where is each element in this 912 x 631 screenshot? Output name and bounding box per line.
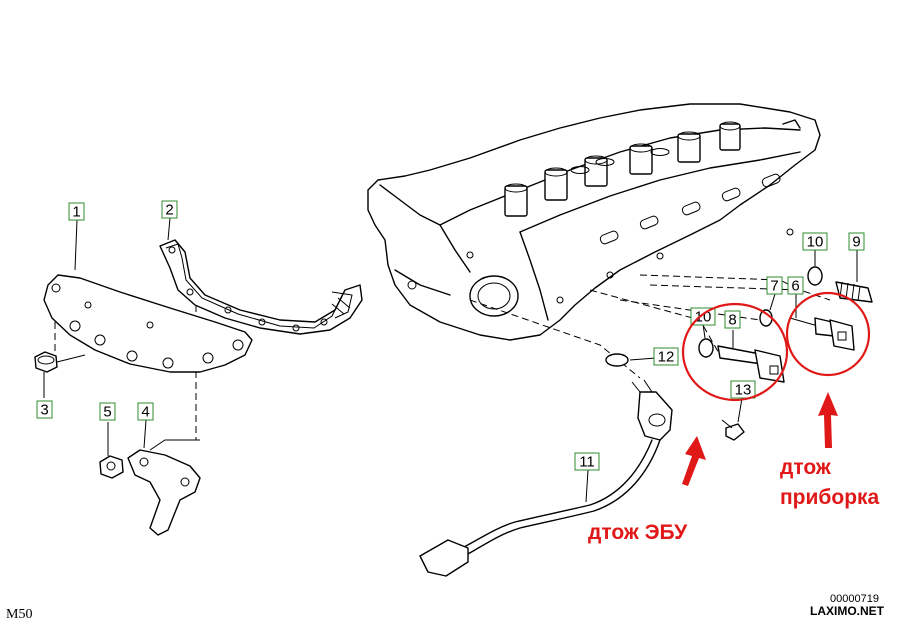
footer: M50 00000719 LAXIMO.NET: [6, 593, 885, 622]
diagram-number: 00000719: [830, 593, 879, 605]
arrow-gauge-icon: [818, 392, 838, 448]
gasket-drawing: [159, 239, 363, 335]
annotation-gauge-sensor-line2: приборка: [780, 486, 880, 509]
callout-2: 2: [161, 200, 178, 219]
callout-5: 5: [99, 402, 116, 421]
callout-10-upper: 10: [802, 232, 828, 251]
brand-watermark: LAXIMO.NET: [810, 604, 885, 618]
timing-cover-drawing: [43, 274, 253, 373]
callout-9: 9: [848, 232, 865, 251]
sensor-9-drawing: [835, 281, 873, 303]
callout-7-label: 7: [770, 278, 778, 295]
washer-10-lower-drawing: [698, 338, 714, 358]
bolt-13-drawing: [721, 419, 745, 441]
callout-3: 3: [36, 400, 53, 419]
sensor-6-drawing: [789, 317, 855, 351]
callout-1-label: 1: [72, 204, 80, 221]
callout-6-label: 6: [791, 278, 799, 295]
sensor-8-drawing: [717, 345, 785, 383]
callout-11: 11: [574, 452, 600, 471]
callout-labels: 1 2 3 4 5 6 7 8 9 10 10: [36, 200, 865, 471]
red-annotations: дтож ЭБУ дтож приборка: [588, 291, 880, 544]
callout-12-label: 12: [658, 349, 675, 366]
callout-4-label: 4: [141, 404, 149, 421]
annotation-gauge-sensor-line1: дтож: [780, 456, 832, 479]
nut-drawing: [99, 455, 124, 479]
washer-10-upper-drawing: [807, 266, 823, 286]
highlight-ecu-sensor: [681, 302, 789, 402]
cylinder-head-drawing: [367, 103, 821, 341]
callout-10-upper-label: 10: [807, 234, 824, 251]
callout-3-label: 3: [40, 402, 48, 419]
bracket-drawing: [127, 439, 201, 536]
callout-4: 4: [137, 402, 154, 421]
callout-12: 12: [653, 347, 679, 366]
sensor-11-cable-drawing: [419, 379, 673, 577]
callout-2-label: 2: [165, 202, 173, 219]
callout-leaders: [43, 217, 858, 503]
annotation-ecu-sensor: дтож ЭБУ: [588, 521, 688, 544]
callout-5-label: 5: [103, 404, 111, 421]
arrow-ecu-icon: [682, 436, 706, 486]
callout-8: 8: [724, 310, 741, 329]
callout-6: 6: [787, 276, 804, 295]
callout-8-label: 8: [728, 312, 736, 329]
callout-13-label: 13: [735, 382, 752, 399]
model-label: M50: [6, 607, 32, 622]
callout-9-label: 9: [852, 234, 860, 251]
callout-1: 1: [68, 202, 85, 221]
highlight-gauge-sensor: [785, 291, 871, 377]
callout-13: 13: [730, 380, 756, 399]
callout-7: 7: [766, 276, 783, 295]
bolt-drawing: [34, 351, 86, 373]
o-ring-12-drawing: [605, 353, 629, 367]
callout-11-label: 11: [579, 454, 595, 471]
callout-10-lower-label: 10: [695, 309, 712, 326]
